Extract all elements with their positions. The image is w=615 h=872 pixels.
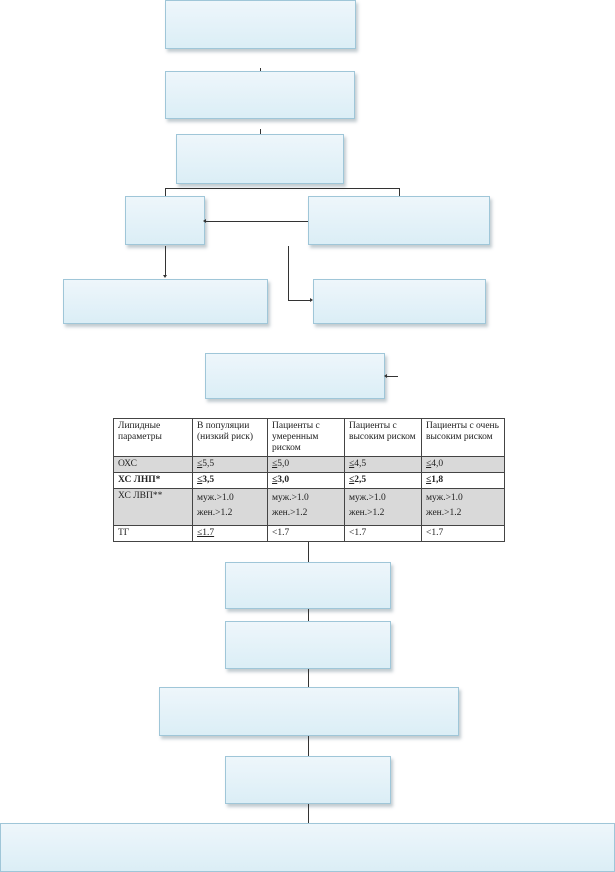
connector <box>260 68 261 71</box>
table-cell: ≤5,5 <box>192 456 268 473</box>
connector <box>206 221 308 222</box>
table-cell: ≤2,5 <box>344 472 422 489</box>
connector <box>288 300 310 301</box>
flow-box-left <box>125 196 205 245</box>
le-sign: ≤ <box>272 475 278 485</box>
cell-value: 2,5 <box>354 475 367 485</box>
cell-value: 3,5 <box>202 475 215 485</box>
table-cell: ≤5,0 <box>267 456 345 473</box>
flow-box-after-table-4 <box>225 756 391 804</box>
flow-box-after-table-1 <box>225 562 391 609</box>
table-cell: муж.>1.0 жен.>1.2 <box>192 488 268 526</box>
connector <box>165 188 166 196</box>
le-sign: ≤ <box>349 475 355 485</box>
table-cell: муж.>1.0 жен.>1.2 <box>344 488 422 526</box>
cell-value: муж.>1.0 <box>426 493 463 503</box>
le-sign: ≤ <box>426 459 432 469</box>
header-cell: Липидные параметры <box>113 418 193 457</box>
le-sign: ≤ <box>197 475 203 485</box>
header-cell: В популяции (низкий риск) <box>192 418 268 457</box>
cell-value: 3,0 <box>277 475 290 485</box>
le-sign: ≤ <box>197 459 203 469</box>
le-sign: ≤ <box>272 459 278 469</box>
flow-box-3 <box>176 134 344 184</box>
cell-value: 4,5 <box>354 459 367 469</box>
arrow-head <box>163 275 167 278</box>
row-label: ХС ЛНП* <box>113 472 193 489</box>
flow-box-after-table-2 <box>225 621 391 669</box>
table-row: ТГ ≤1.7 <1.7 <1.7 <1.7 <box>113 525 505 542</box>
table-cell: муж.>1.0 жен.>1.2 <box>267 488 345 526</box>
flow-box-wide <box>159 687 459 736</box>
connector <box>386 376 398 377</box>
cell-value: муж.>1.0 <box>272 493 309 503</box>
table-header-row: Липидные параметры В популяции (низкий р… <box>113 418 505 457</box>
cell-value: муж.>1.0 <box>197 493 234 503</box>
table-cell: ≤3,5 <box>192 472 268 489</box>
arrow-head <box>310 298 313 302</box>
connector <box>308 736 309 756</box>
le-sign: ≤ <box>349 459 355 469</box>
table-cell: муж.>1.0 жен.>1.2 <box>421 488 505 526</box>
connector <box>165 246 166 276</box>
arrow-head <box>203 219 206 223</box>
table-cell: ≤1,8 <box>421 472 505 489</box>
connector <box>399 188 400 196</box>
table-cell: <1.7 <box>344 525 422 542</box>
table-cell: <1.7 <box>421 525 505 542</box>
flow-box-full-width <box>0 823 615 872</box>
cell-value: муж.>1.0 <box>349 493 386 503</box>
flow-box-2 <box>165 71 355 119</box>
connector <box>260 129 261 134</box>
cell-value: 5,5 <box>202 459 215 469</box>
table-cell: ≤3,0 <box>267 472 345 489</box>
flow-box-1 <box>165 0 356 49</box>
table-row: ОХС ≤5,5 ≤5,0 ≤4,5 ≤4,0 <box>113 456 505 473</box>
flow-box-right <box>308 196 490 245</box>
row-label: ТГ <box>113 525 193 542</box>
header-cell: Пациенты с очень высоким риском <box>421 418 505 457</box>
cell-value: 1,8 <box>431 475 444 485</box>
table-cell: ≤4,0 <box>421 456 505 473</box>
header-cell: Пациенты с высоким риском <box>344 418 422 457</box>
connector <box>288 246 289 301</box>
connector <box>308 609 309 621</box>
cell-value: жен.>1.2 <box>349 508 385 518</box>
row-label: ХС ЛВП** <box>113 488 193 526</box>
connector <box>308 804 309 823</box>
cell-value: жен.>1.2 <box>426 508 462 518</box>
header-cell: Пациенты с умеренным риском <box>267 418 345 457</box>
connector <box>308 669 309 687</box>
connector <box>308 541 309 562</box>
table-row: ХС ЛНП* ≤3,5 ≤3,0 ≤2,5 ≤1,8 <box>113 472 505 489</box>
table-cell: ≤4,5 <box>344 456 422 473</box>
row-label: ОХС <box>113 456 193 473</box>
flow-box-bottom-left <box>63 279 268 324</box>
lipid-targets-table: Липидные параметры В популяции (низкий р… <box>113 418 505 542</box>
cell-value: жен.>1.2 <box>272 508 308 518</box>
le-sign: ≤ <box>426 475 432 485</box>
flow-box-bottom-right <box>313 279 486 324</box>
table-cell: <1.7 <box>267 525 345 542</box>
flow-box-middle <box>205 353 385 399</box>
table-cell: ≤1.7 <box>192 525 268 542</box>
table-row: ХС ЛВП** муж.>1.0 жен.>1.2 муж.>1.0 жен.>1… <box>113 488 505 526</box>
cell-value: 4,0 <box>431 459 444 469</box>
arrow-head <box>384 374 387 378</box>
cell-value: 5,0 <box>277 459 290 469</box>
cell-value: жен.>1.2 <box>197 508 233 518</box>
connector <box>165 188 400 189</box>
